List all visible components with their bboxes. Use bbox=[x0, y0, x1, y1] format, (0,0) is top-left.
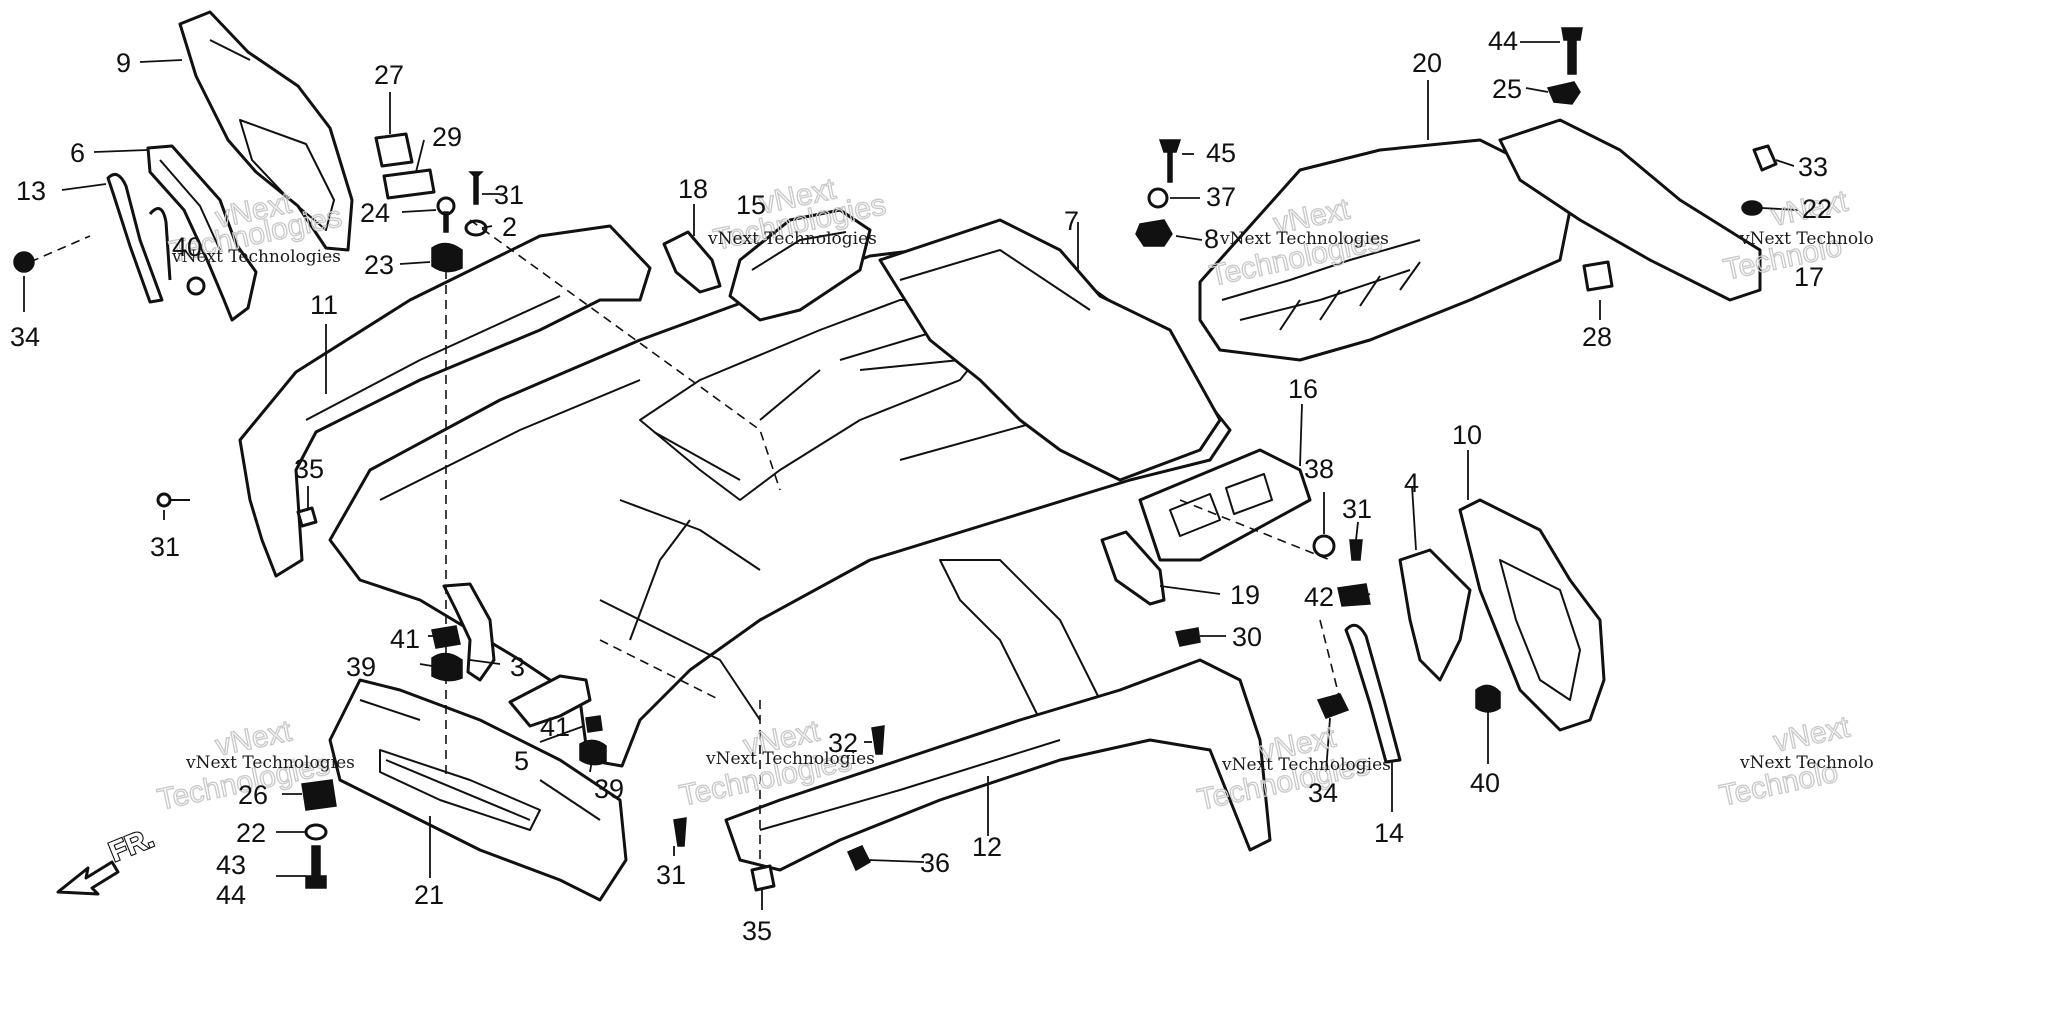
callout-39: 39 bbox=[346, 652, 376, 682]
part-16-grille-panel bbox=[1138, 448, 1312, 562]
callout-8: 8 bbox=[1204, 224, 1219, 254]
watermark-small: vNext Technologies bbox=[1219, 229, 1389, 249]
callout-40: 40 bbox=[172, 232, 202, 262]
callout-34: 34 bbox=[10, 322, 40, 352]
callout-16: 16 bbox=[1288, 374, 1318, 404]
callout-43: 43 bbox=[216, 850, 246, 880]
callout-23: 23 bbox=[364, 250, 394, 280]
callout-4: 4 bbox=[1404, 468, 1419, 498]
callout-31: 31 bbox=[494, 180, 524, 210]
callout-3: 3 bbox=[510, 652, 525, 682]
callout-35: 35 bbox=[742, 916, 772, 946]
part-7-rear-fender bbox=[878, 218, 1222, 482]
front-direction-arrow: FR. bbox=[56, 821, 159, 896]
part-17-rear-extension bbox=[1498, 118, 1762, 302]
callout-30: 30 bbox=[1232, 622, 1262, 652]
callout-7: 7 bbox=[1064, 206, 1079, 236]
callout-11: 11 bbox=[310, 290, 338, 320]
callout-22: 22 bbox=[236, 818, 266, 848]
callout-18: 18 bbox=[678, 174, 708, 204]
callout-15: 15 bbox=[736, 190, 766, 220]
watermark-small: vNext Technologies bbox=[171, 247, 341, 267]
assembly-lines bbox=[29, 219, 1341, 860]
callout-9: 9 bbox=[116, 48, 131, 78]
part-3-bracket bbox=[442, 582, 496, 682]
watermark-small: vNext Technologies bbox=[707, 229, 877, 249]
front-direction-label: FR. bbox=[105, 822, 158, 868]
callout-6: 6 bbox=[70, 138, 85, 168]
callout-26: 26 bbox=[238, 780, 268, 810]
callout-33: 33 bbox=[1798, 152, 1828, 182]
watermark-small: vNext Technolo bbox=[1739, 229, 1874, 249]
callout-40: 40 bbox=[1470, 768, 1500, 798]
watermark-big: vNext bbox=[1771, 710, 1854, 758]
callout-44: 44 bbox=[216, 880, 246, 910]
callout-31: 31 bbox=[656, 860, 686, 890]
callout-35: 35 bbox=[294, 454, 324, 484]
part-4-bracket bbox=[1398, 548, 1472, 682]
part-13-strap bbox=[106, 172, 172, 304]
part-20-rear-cover bbox=[1198, 138, 1572, 362]
callout-27: 27 bbox=[374, 60, 404, 90]
callout-45: 45 bbox=[1206, 138, 1236, 168]
callout-42: 42 bbox=[1304, 582, 1334, 612]
callout-39: 39 bbox=[594, 774, 624, 804]
callout-36: 36 bbox=[920, 848, 950, 878]
callout-38: 38 bbox=[1304, 454, 1334, 484]
callout-29: 29 bbox=[432, 122, 462, 152]
callout-labels: 9 6 13 40 34 27 29 31 24 2 23 11 35 31 1… bbox=[10, 26, 1832, 946]
callout-13: 13 bbox=[16, 176, 46, 206]
watermark-small: vNext Technolo bbox=[1739, 753, 1874, 773]
callout-22: 22 bbox=[1802, 194, 1832, 224]
watermark-small: vNext Technologies bbox=[185, 753, 355, 773]
part-18-bracket bbox=[662, 230, 722, 294]
callout-20: 20 bbox=[1412, 48, 1442, 78]
part-9-side-panel bbox=[178, 10, 354, 252]
callout-14: 14 bbox=[1374, 818, 1404, 848]
callout-41: 41 bbox=[390, 624, 420, 654]
part-10-side-panel bbox=[1458, 498, 1606, 732]
part-5-bracket bbox=[508, 674, 592, 728]
callout-24: 24 bbox=[360, 198, 390, 228]
callout-2: 2 bbox=[502, 212, 517, 242]
callout-21: 21 bbox=[414, 880, 444, 910]
watermark-small: vNext Technologies bbox=[1221, 755, 1391, 775]
callout-37: 37 bbox=[1206, 182, 1236, 212]
part-6-bracket bbox=[146, 144, 258, 322]
leader-lines bbox=[23, 41, 1799, 910]
callout-10: 10 bbox=[1452, 420, 1482, 450]
callout-17: 17 bbox=[1794, 262, 1824, 292]
callout-34: 34 bbox=[1308, 778, 1338, 808]
callout-28: 28 bbox=[1582, 322, 1612, 352]
callout-31: 31 bbox=[150, 532, 180, 562]
watermark-small: vNext Technologies bbox=[705, 749, 875, 769]
callout-41: 41 bbox=[540, 712, 570, 742]
part-14-strap bbox=[1344, 623, 1402, 764]
part-11-fender-strip bbox=[238, 224, 652, 578]
fasteners bbox=[13, 27, 1778, 892]
callout-12: 12 bbox=[972, 832, 1002, 862]
callout-31: 31 bbox=[1342, 494, 1372, 524]
part-21-front-grille bbox=[328, 678, 628, 902]
callout-5: 5 bbox=[514, 746, 529, 776]
callout-25: 25 bbox=[1492, 74, 1522, 104]
callout-32: 32 bbox=[828, 728, 858, 758]
part-12-fender-strip bbox=[724, 658, 1272, 872]
part-19-bracket bbox=[1100, 530, 1166, 606]
callout-19: 19 bbox=[1230, 580, 1260, 610]
callout-44: 44 bbox=[1488, 26, 1518, 56]
part-15-console bbox=[728, 208, 872, 322]
